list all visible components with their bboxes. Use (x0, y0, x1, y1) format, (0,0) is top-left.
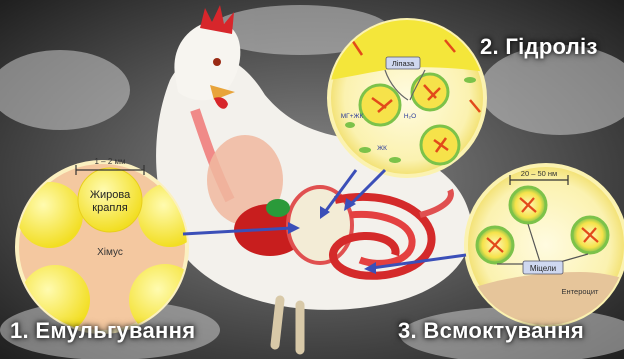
fat-droplet-label-2: крапля (92, 202, 127, 214)
chyme-label: Хімус (97, 247, 123, 258)
stage-number: 3. (398, 318, 417, 343)
mg-fa-label: МГ+ЖК (341, 113, 364, 120)
stage-number: 1. (10, 318, 29, 343)
stage-label-hydrolysis: 2. Гідроліз (480, 34, 598, 60)
chicken-eye (213, 58, 221, 66)
fatty-acid-label: ЖК (377, 145, 387, 152)
fat-droplet-label-1: Жирова (90, 189, 131, 201)
micelle-size-label: 20 – 50 нм (521, 169, 557, 178)
stage-name: Гідроліз (505, 34, 597, 59)
micelles-label: Міцели (530, 264, 556, 273)
water-label: H₂O (404, 113, 416, 120)
lipase-label: Ліпаза (392, 59, 415, 68)
stage-label-emulsification: 1. Емульгування (10, 318, 195, 344)
enterocyte-label: Ентероцит (562, 287, 599, 296)
hydrolysis-inset: Ліпаза МГ+ЖК H₂O ЖК (329, 20, 486, 176)
stage-number: 2. (480, 34, 499, 59)
stage-name: Всмоктування (423, 318, 584, 343)
stage-label-absorption: 3. Всмоктування (398, 318, 584, 344)
gallbladder (266, 199, 290, 217)
droplet-size-label: 1 – 2 мм (94, 157, 125, 166)
stage-name: Емульгування (35, 318, 195, 343)
